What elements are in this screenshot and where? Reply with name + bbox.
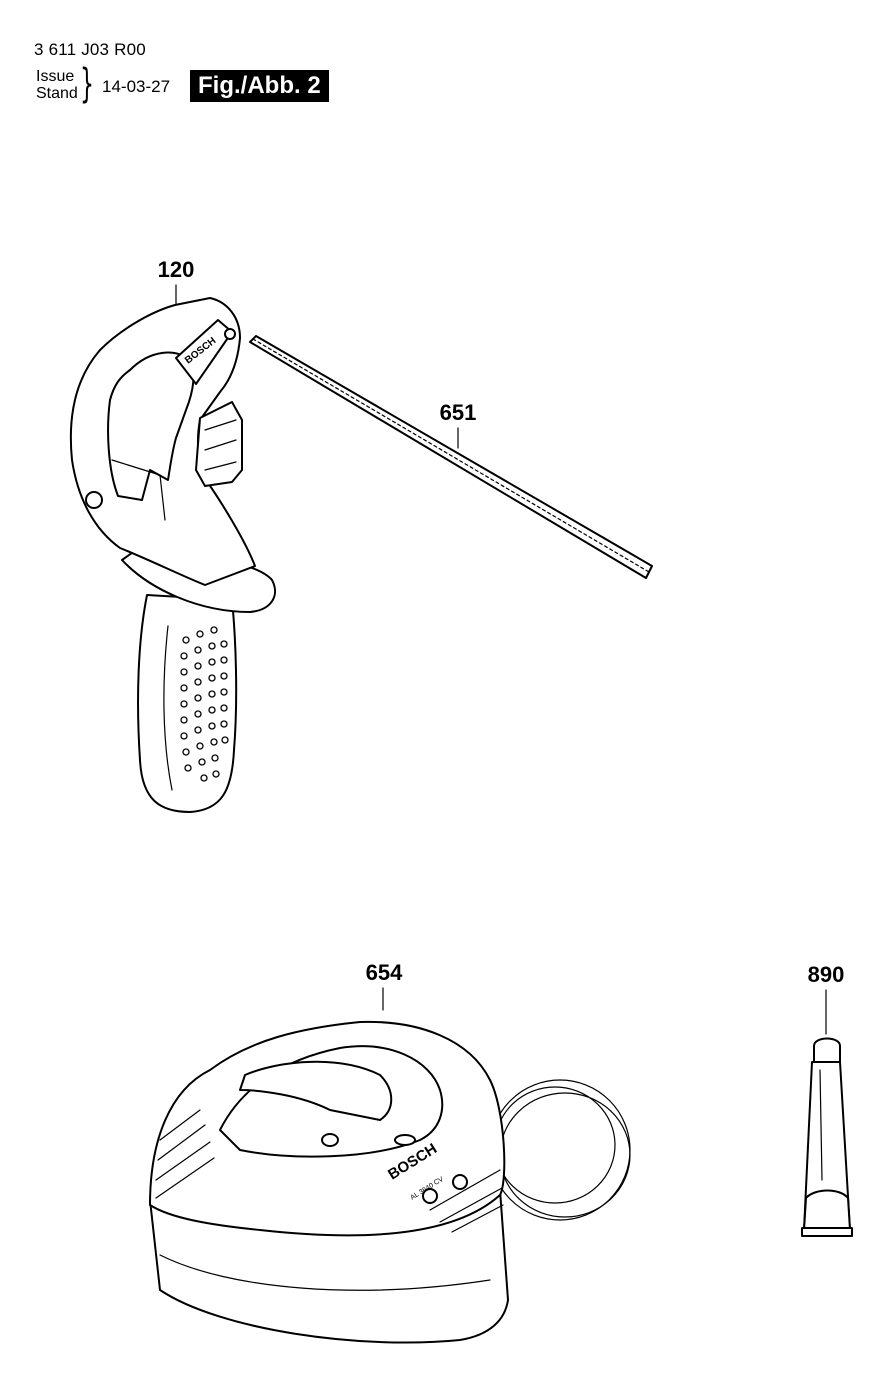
issue-label: Issue [36, 68, 75, 85]
clamp-screw [85, 491, 103, 509]
figure-label: Fig./Abb. 2 [190, 70, 329, 102]
depth-rod-icon [249, 335, 653, 579]
doc-number: 3 611 J03 R00 [34, 40, 146, 59]
depth-rod [249, 335, 653, 579]
charger-led-right [452, 1174, 468, 1190]
part-number-120: 120 [157, 257, 195, 282]
document-header: 3 611 J03 R00 Issue Stand } 14-03-27 Fig… [0, 0, 896, 120]
part-number-890: 890 [807, 962, 845, 987]
charger-led-left [422, 1188, 438, 1204]
part-number-651: 651 [439, 400, 477, 425]
wing-nut [195, 401, 243, 487]
brace-glyph: } [80, 61, 94, 107]
tube-cap [813, 1037, 841, 1063]
charger-icon: BOSCH AL 3640 CV [149, 987, 631, 1344]
grip-texture [180, 626, 229, 782]
charger-bridge [239, 1060, 393, 1121]
part-number-654: 654 [365, 960, 403, 985]
handle-icon: BOSCH [69, 284, 277, 813]
grease-tube-icon [801, 989, 853, 1237]
tube-crimp [803, 1189, 851, 1231]
tube-end [801, 1227, 853, 1237]
stand-label: Stand [36, 85, 78, 102]
issue-date: 14-03-27 [102, 77, 171, 96]
